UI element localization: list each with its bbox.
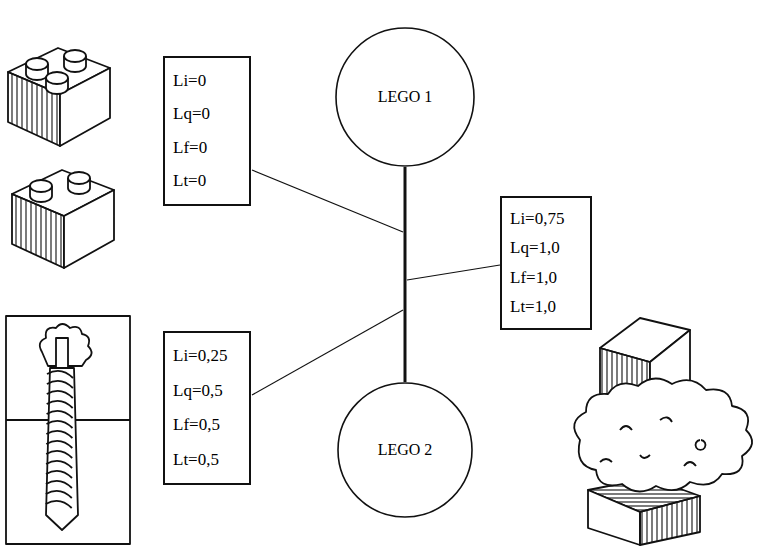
screw-thread [47,371,73,378]
screw-thread [47,391,73,398]
value-box: Li=0,25Lq=0,5Lf=0,5Lt=0,5 [163,331,251,485]
value-line: Li=0,75 [510,209,582,229]
value-line: Lf=0,5 [173,415,241,435]
screw-thread [47,411,73,418]
joint-line [404,167,407,382]
screw-thread [46,471,72,478]
screw-thread [46,481,72,488]
value-line: Lt=0,5 [173,450,241,470]
part-circle: LEGO 1 [335,27,475,167]
value-box: Li=0,75Lq=1,0Lf=1,0Lt=1,0 [500,196,592,330]
screw-thread [46,431,72,438]
value-line: Lt=0 [173,171,241,191]
part-name: LEGO 1 [378,87,433,106]
explosion-cloud [574,378,752,491]
value-line: Li=0 [173,71,241,91]
screw-thread [47,381,73,388]
screw-thread [46,441,72,448]
screw-thread [46,501,72,508]
screw-thread [47,401,73,408]
value-line: Lf=1,0 [510,268,582,288]
value-line: Lt=1,0 [510,297,582,317]
exploded-brick [574,318,752,545]
value-line: Lf=0 [173,138,241,158]
screw-joint [6,316,130,544]
value-line: Lq=1,0 [510,238,582,258]
screw-thread [46,451,72,458]
screw-thread [46,491,72,498]
screw-thread [46,461,72,468]
part-circle: LEGO 2 [337,382,473,518]
leader-lines [252,170,500,395]
value-line: Lq=0 [173,104,241,124]
lego-brick [8,48,110,146]
value-line: Lq=0,5 [173,381,241,401]
value-box: Li=0Lq=0Lf=0Lt=0 [163,56,251,206]
screw-thread [47,421,73,428]
value-line: Li=0,25 [173,346,241,366]
lego-brick [12,170,114,268]
part-name: LEGO 2 [378,440,433,459]
